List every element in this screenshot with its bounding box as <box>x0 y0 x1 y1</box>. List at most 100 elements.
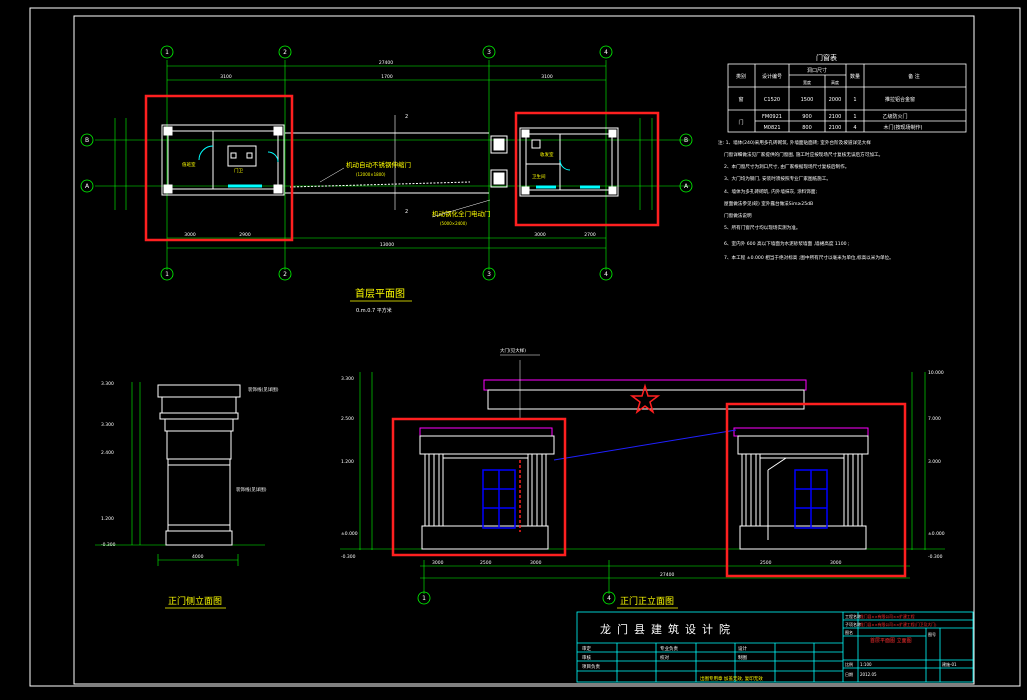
room-label-left-sub: 门卫 <box>234 167 243 174</box>
plan-title: 首层平面图 <box>355 287 405 300</box>
td-r2-remark: 乙级防火门 <box>882 113 907 120</box>
note-1: 注: 1、墙体(240)采用多孔砖砌筑, 外墙面贴面砖; 室外台阶及坡道详见大样 <box>718 139 871 146</box>
drawing-frame <box>29 7 1021 687</box>
axis-label-4-bottom: 4 <box>604 271 608 278</box>
section-mark-bottom: 2 <box>405 209 408 215</box>
side-label-1: 装饰线(见详图) <box>248 386 279 393</box>
highlight-right-house <box>514 111 660 227</box>
td-r2-cat: 门 <box>738 119 743 126</box>
role-5: 校对 <box>660 654 669 661</box>
role-4: 专业负责 <box>660 645 678 652</box>
front-dim-2: 2500 <box>480 560 492 566</box>
axis-label-1: 1 <box>165 49 169 56</box>
front-level-r5: -0.300 <box>928 554 943 560</box>
date-label: 日期 <box>845 671 853 677</box>
gate-callout: 机动自动不锈钢伸缩门 <box>346 160 411 169</box>
td-r2-qty: 1 <box>853 114 856 120</box>
role-2: 审核 <box>582 654 591 661</box>
axis-label-b: B <box>85 137 89 144</box>
td-r2-w: 900 <box>802 114 812 120</box>
guardhouse-left-plan <box>161 124 285 196</box>
front-window-right <box>794 469 828 529</box>
note-7: 门窗做法说明 <box>724 212 752 219</box>
front-dim-5: 3000 <box>830 560 842 566</box>
front-level-l5: -0.300 <box>341 554 356 560</box>
role-3: 项目负责 <box>582 663 600 670</box>
dim-top-3: 3100 <box>541 74 553 80</box>
star-icon <box>629 383 661 414</box>
note-4: 3、大门均为钢门, 安装时须按照专业厂家图纸施工。 <box>724 175 831 182</box>
td-r1-h: 2000 <box>829 97 842 103</box>
td-r1-code: C1520 <box>764 97 780 103</box>
side-elevation: 3.300 3.300 2.400 1.200 -0.300 装饰线(见详图) … <box>95 381 279 609</box>
side-level-3: 2.400 <box>101 450 114 456</box>
dim-total: 27400 <box>379 60 393 66</box>
th-qty: 数量 <box>850 73 860 80</box>
th-height: 高度 <box>831 79 839 85</box>
room-label-right-a: 收发室 <box>540 151 554 158</box>
scale-label: 比例 <box>845 661 853 667</box>
td-r1-cat: 窗 <box>738 96 743 103</box>
th-category: 类别 <box>736 73 746 80</box>
front-dim-3: 3000 <box>530 560 542 566</box>
project-label: 工程名称 <box>845 613 861 619</box>
room-label-left: 值班室 <box>182 161 196 168</box>
door-callout: 机动钢化全门电动门 <box>432 209 491 218</box>
side-dim-bottom: 4000 <box>192 554 204 560</box>
td-r2-code: FM0921 <box>762 114 782 120</box>
highlight-left-pavilion <box>391 417 567 557</box>
subproject-label: 子项名称 <box>845 621 861 627</box>
note-2: 门窗详细做法见厂家提供的门窗图, 施工时应按现场尺寸复核无误后方可加工。 <box>724 151 883 158</box>
th-code: 设计编号 <box>762 73 782 80</box>
date-value: 2012.05 <box>860 672 877 677</box>
td-r3-h: 2100 <box>829 125 842 131</box>
dim-bottom-1: 3000 <box>184 232 196 238</box>
guardhouse-right-plan <box>519 127 619 197</box>
front-level-r3: 3.000 <box>928 459 941 465</box>
dim-bottom-5: 2700 <box>584 232 596 238</box>
front-axis-4: 4 <box>607 595 611 602</box>
td-r3-w: 800 <box>802 125 812 131</box>
td-r1-qty: 1 <box>853 97 856 103</box>
gate-callout-sub: (12000×1800) <box>356 172 386 177</box>
front-elevation-title: 正门正立面图 <box>620 595 674 607</box>
design-notes: 注: 1、墙体(240)采用多孔砖砌筑, 外墙面贴面砖; 室外台阶及坡道详见大样… <box>718 139 894 261</box>
plan-subtitle: 0.m.0.7 平方米 <box>356 307 392 314</box>
note-3: 2、本门窗尺寸为洞口尺寸, 由厂家根据现场尺寸复核后制作。 <box>724 163 849 170</box>
dim-bottom-4: 3000 <box>534 232 546 238</box>
highlight-left-house <box>144 94 294 242</box>
role-1: 审定 <box>582 645 591 652</box>
role-6: 设计 <box>738 645 747 652</box>
scale-value: 1:100 <box>860 662 872 667</box>
note-6: 屋面做法参见(皖) 室外露台做法Sim≥25dB <box>724 200 813 207</box>
front-level-l4: ±0.000 <box>341 531 358 537</box>
title-block: 龙门县建筑设计院 工程名称 子项名称 图名 比例 日期 图号 1:100 201… <box>576 611 974 683</box>
role-7: 制图 <box>738 654 747 661</box>
subproject-name: 龙门县××有限公司××扩建工程(门卫及大门) <box>860 622 937 627</box>
axis-label-1-bottom: 1 <box>165 271 169 278</box>
note-5: 4、墙体为多孔砖砌筑, 内外墙抹灰, 涂料饰面; <box>724 188 817 195</box>
dim-top-2: 1700 <box>381 74 393 80</box>
front-level-l2: 2.500 <box>341 416 354 422</box>
front-dim-4: 2500 <box>760 560 772 566</box>
td-r2-h: 2100 <box>829 114 842 120</box>
td-r1-remark: 推拉铝合金窗 <box>885 96 915 103</box>
front-level-l3: 1.200 <box>341 459 354 465</box>
side-level-2: 3.300 <box>101 422 114 428</box>
front-callout: 大门(见大样) <box>500 347 526 354</box>
note-10: 7、本工程 ±0.000 相当于绝对标高 ;图中所有尺寸以毫米为单位,标高以米为… <box>724 254 894 261</box>
front-level-r2: 7.000 <box>928 416 941 422</box>
stamp-note: 出图专用章 加盖无效, 复印无效 <box>700 675 763 682</box>
front-level-r1: 10.000 <box>928 370 944 376</box>
room-label-right-b: 卫生间 <box>532 173 546 180</box>
floor-plan: 1 2 3 4 1 2 3 4 B A B A 27400 3100 1700 … <box>80 45 693 314</box>
td-r3-qty: 4 <box>853 125 856 131</box>
side-level-1: 3.300 <box>101 381 114 387</box>
gate-rail <box>285 115 508 210</box>
axis-label-2: 2 <box>283 49 287 56</box>
axis-label-a-right: A <box>684 183 689 190</box>
front-level-r4: ±0.000 <box>928 531 945 537</box>
axis-label-b-right: B <box>684 137 688 144</box>
td-r3-code: M0821 <box>763 125 780 131</box>
